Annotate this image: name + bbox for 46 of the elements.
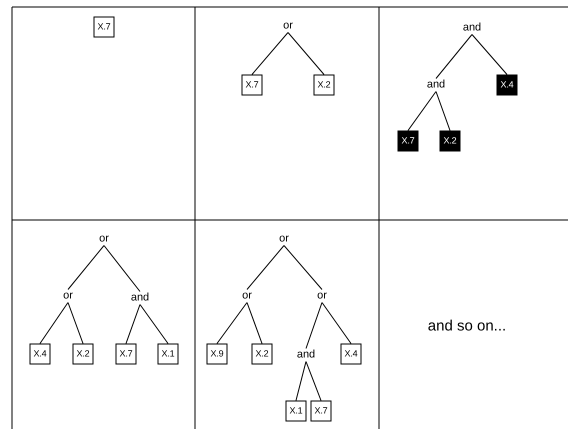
operator-label: or: [98, 232, 110, 246]
operator-label: and: [296, 348, 316, 362]
variable-box: X.4: [496, 74, 518, 96]
tree-branch: [246, 245, 284, 290]
variable-box: X.4: [340, 344, 362, 364]
tree-branch: [322, 302, 352, 344]
note-text: and so on...: [428, 318, 506, 334]
tree-branch: [104, 245, 140, 292]
operator-label: and: [426, 78, 446, 92]
tree-branch: [436, 34, 472, 79]
operator-label: and: [462, 22, 482, 34]
tree-branch: [306, 302, 322, 349]
operator-label: or: [278, 232, 290, 246]
variable-box: X.7: [94, 16, 114, 38]
tree-branch: [288, 32, 324, 75]
variable-box: X.2: [72, 344, 94, 364]
variable-box: X.4: [30, 344, 50, 364]
tree-branch: [436, 91, 450, 131]
operator-label: and: [130, 292, 150, 304]
tree-branch: [40, 302, 68, 344]
variable-box: X.7: [310, 400, 332, 422]
operator-label: or: [282, 20, 294, 32]
tree-branch: [472, 34, 508, 75]
tree-branch: [68, 245, 104, 290]
tree-branch: [126, 304, 140, 344]
variable-box: X.7: [242, 74, 262, 96]
variable-box: X.9: [206, 344, 228, 364]
tree-branch: [140, 304, 168, 344]
operator-label: or: [62, 290, 74, 302]
tree-branch: [252, 32, 288, 75]
variable-box: X.2: [440, 130, 460, 152]
tree-branch: [296, 361, 306, 401]
operator-label: or: [316, 290, 328, 302]
tree-branch: [68, 302, 84, 344]
tree-branch: [284, 245, 322, 290]
tree-branch: [246, 302, 262, 344]
variable-box: X.1: [286, 400, 306, 422]
variable-box: X.7: [398, 130, 418, 152]
variable-box: X.7: [116, 344, 136, 364]
tree-branch: [306, 361, 322, 401]
tree-branch: [408, 91, 436, 131]
variable-box: X.2: [314, 74, 334, 96]
variable-box: X.1: [158, 344, 178, 364]
tree-branch: [216, 302, 248, 344]
operator-label: or: [241, 290, 253, 302]
variable-box: X.2: [252, 344, 272, 364]
